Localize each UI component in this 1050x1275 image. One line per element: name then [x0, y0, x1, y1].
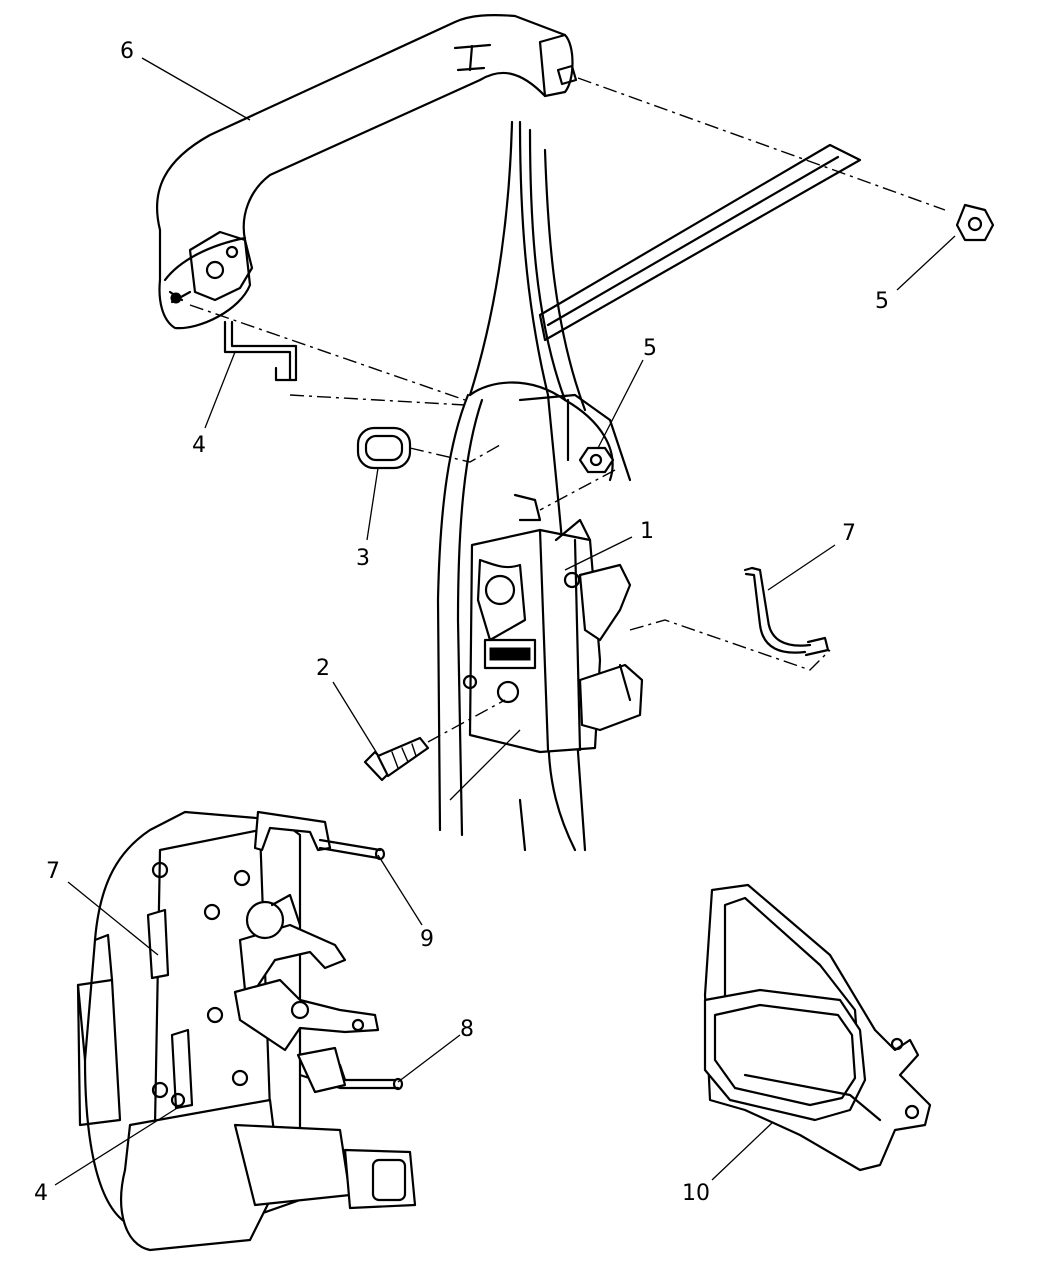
- callout-7-upper: 7: [842, 521, 856, 546]
- part-5-nut-right: [955, 203, 995, 242]
- callout-9: 9: [420, 927, 434, 952]
- part-2-screw: [363, 736, 430, 782]
- callout-4-lower: 4: [34, 1181, 48, 1206]
- part-7-rod-upper: [743, 566, 830, 657]
- callout-5-nut-door: 5: [643, 336, 657, 361]
- callout-7-lower: 7: [46, 859, 60, 884]
- callout-6: 6: [120, 39, 134, 64]
- callout-2: 2: [316, 656, 330, 681]
- part-6-handle-bezel: [156, 14, 578, 330]
- assembly-lines: [189, 77, 946, 801]
- part-4-link-rod-upper: [223, 320, 298, 382]
- latch-detail-assembly: [76, 810, 417, 1252]
- callout-4-upper: 4: [192, 433, 206, 458]
- part-5-nut-door: [578, 446, 615, 474]
- callout-3: 3: [356, 546, 370, 571]
- callout-5-nut-right: 5: [875, 289, 889, 314]
- part-3-grommet: [356, 426, 412, 470]
- callout-labels: 6 5 5 4 3 1 7 2 7 9 8 4 10: [34, 39, 889, 1206]
- part-1-door-latch: [462, 493, 644, 754]
- part-10-inside-handle: [703, 883, 932, 1172]
- leader-lines: [54, 57, 956, 1186]
- callout-8: 8: [460, 1017, 474, 1042]
- callout-1: 1: [640, 519, 654, 544]
- callout-10: 10: [682, 1181, 710, 1206]
